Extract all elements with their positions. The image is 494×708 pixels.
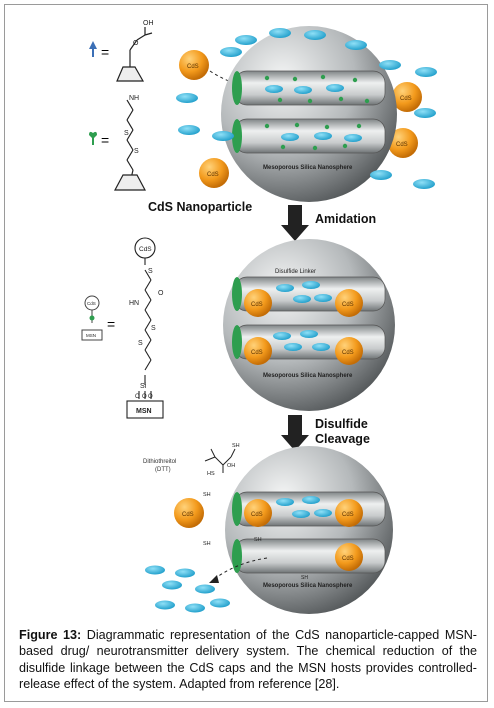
dtt-label-2: (DTT) [155, 467, 171, 473]
svg-text:CdS: CdS [207, 172, 219, 178]
figure-frame: = OH O = [4, 4, 488, 702]
cds-cap: CdS [199, 158, 229, 188]
cleavage-label: Cleavage [315, 432, 370, 446]
svg-text:CdS: CdS [342, 556, 354, 562]
cds-linker-msn-chain [126, 237, 164, 419]
cds-cap: CdS [174, 498, 204, 528]
figure-caption: Figure 13: Diagrammatic representation o… [19, 627, 477, 693]
drug-molecules-2 [273, 281, 332, 351]
sh-label-3: SH [254, 537, 262, 543]
disulfide-label: Disulfide [315, 417, 368, 431]
s-label-1: S [124, 130, 129, 137]
svg-text:CdS: CdS [342, 302, 354, 308]
dtt-structure [204, 448, 236, 473]
svg-text:MSN: MSN [86, 333, 96, 338]
cds-cap: CdS [335, 337, 363, 365]
green-linker-dots [264, 74, 370, 151]
hs-label-dtt: HS [207, 471, 215, 477]
cooh-structure [116, 27, 153, 82]
svg-text:CdS: CdS [187, 64, 199, 70]
sh-label-dtt: SH [232, 443, 240, 449]
oh-label-dtt: OH [227, 463, 235, 469]
o-label: O [133, 40, 139, 47]
mesoporous-silica-nanosphere-1: Mesoporous Silica Nanosphere [221, 26, 397, 202]
cds-cap: CdS [244, 289, 272, 317]
sh-label-1: SH [203, 492, 211, 498]
mesoporous-silica-nanosphere-3: Mesoporous Silica Nanosphere SH [225, 446, 393, 614]
caption-label: Figure 13: [19, 628, 82, 642]
o-label-2: O [158, 290, 164, 297]
sh-label-2: SH [203, 541, 211, 547]
o-label-5: O [148, 394, 153, 400]
svg-text:CdS: CdS [400, 96, 412, 102]
equals-sign-2: = [101, 132, 109, 148]
cds-msn-legend-icon: CdS MSN = [81, 295, 115, 341]
cds-cap: CdS [388, 128, 418, 158]
equals-sign-3: = [107, 316, 115, 332]
drug-molecules-3 [145, 496, 332, 613]
disulfide-linker-label: Disulfide Linker [275, 269, 316, 275]
svg-text:CdS: CdS [342, 512, 354, 518]
s-label-3: S [148, 268, 153, 275]
cds-cap: CdS [179, 50, 209, 80]
hn-label: HN [129, 300, 139, 307]
drug-molecules-1 [176, 28, 437, 189]
cleavage-arrow-icon [281, 415, 309, 451]
mesoporous-silica-nanosphere-2: Disulfide Linker Mesoporous Silica Nanos… [223, 239, 395, 411]
figure-diagram: = OH O = [5, 5, 489, 625]
cds-cap: CdS [244, 499, 272, 527]
svg-text:CdS: CdS [251, 350, 263, 356]
si-label: Si [140, 383, 147, 390]
cds-cap: CdS [335, 543, 363, 571]
dtt-label: Dithiothreitol [143, 459, 176, 465]
svg-text:CdS: CdS [342, 350, 354, 356]
caption-text: Diagrammatic representation of the CdS n… [19, 628, 478, 692]
equals-sign: = [101, 44, 109, 60]
oh-label: OH [143, 20, 154, 27]
nh2-label: NH [129, 95, 139, 102]
svg-text:CdS: CdS [396, 142, 408, 148]
cds-nanoparticle-label: CdS Nanoparticle [148, 200, 252, 214]
sh-label-inner: SH [301, 575, 308, 581]
cds-cap: CdS [335, 289, 363, 317]
amine-legend-icon: = [89, 131, 109, 148]
amidation-label: Amidation [315, 212, 376, 226]
o-label-4: O [142, 394, 147, 400]
amine-linker-structure [114, 99, 146, 191]
s-label-4: S [151, 325, 156, 332]
msn-label-3: Mesoporous Silica Nanosphere [263, 583, 353, 589]
cds-cap: CdS [335, 499, 363, 527]
svg-text:CdS: CdS [182, 512, 194, 518]
s-label-5: S [138, 340, 143, 347]
s-label-2: S [134, 148, 139, 155]
msn-label-2: Mesoporous Silica Nanosphere [263, 373, 353, 379]
msn-label: Mesoporous Silica Nanosphere [263, 165, 353, 171]
msn-box-label: MSN [136, 408, 152, 415]
svg-text:CdS: CdS [87, 301, 96, 306]
cooh-legend-icon: = [89, 41, 109, 60]
o-label-3: O [135, 394, 140, 400]
svg-text:CdS: CdS [251, 302, 263, 308]
amidation-arrow-icon [281, 205, 309, 241]
cds-chain-label: CdS [139, 246, 152, 253]
cds-cap: CdS [392, 82, 422, 112]
cds-cap: CdS [244, 337, 272, 365]
svg-text:CdS: CdS [251, 512, 263, 518]
